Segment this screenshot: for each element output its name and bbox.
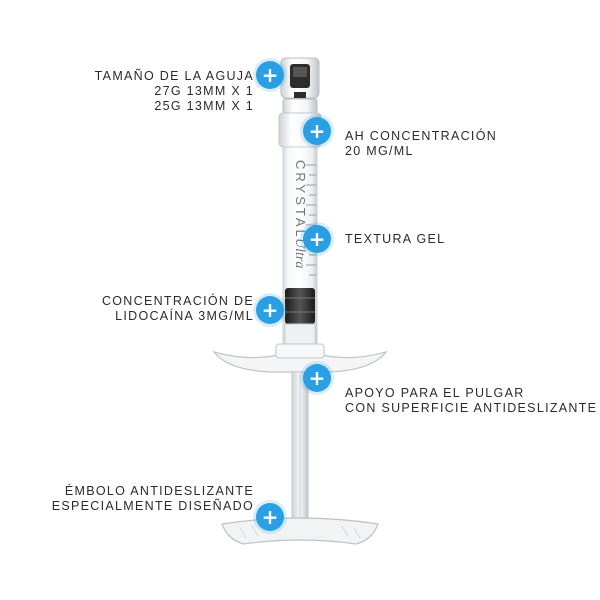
plunger-rod: [291, 371, 309, 523]
texture-label: TEXTURA GEL: [345, 232, 446, 246]
plus-icon: +: [261, 504, 279, 529]
hotspot-texture[interactable]: +: [303, 225, 331, 253]
finger-flange: [212, 343, 388, 373]
plus-icon: +: [308, 118, 326, 143]
needle-size-label: TAMAÑO DE LA AGUJA 27G 13MM X 1 25G 13MM…: [94, 69, 254, 113]
ha-concentration-label: AH CONCENTRACIÓN 20 MG/ML: [345, 129, 498, 158]
lidocaine-label: CONCENTRACIÓN DE LIDOCAÍNA 3MG/ML: [101, 294, 254, 323]
hotspot-needle[interactable]: +: [256, 61, 284, 89]
plus-icon: +: [308, 226, 326, 251]
plus-icon: +: [308, 365, 326, 390]
brand-mark: CRYSTAL: [293, 160, 308, 240]
thumb-rest-label: APOYO PARA EL PULGAR CON SUPERFICIE ANTI…: [345, 386, 598, 415]
hotspot-lidocaine[interactable]: +: [256, 296, 284, 324]
brand-script: Ultra: [292, 238, 307, 268]
plunger-label: ÉMBOLO ANTIDESLIZANTE ESPECIALMENTE DISE…: [51, 484, 254, 513]
plus-icon: +: [261, 297, 279, 322]
hotspot-ha-concentration[interactable]: +: [303, 117, 331, 145]
thumb-press: [221, 517, 379, 545]
barrel: [282, 146, 318, 349]
plus-icon: +: [261, 62, 279, 87]
hotspot-thumb-rest[interactable]: +: [303, 364, 331, 392]
hotspot-plunger[interactable]: +: [256, 503, 284, 531]
